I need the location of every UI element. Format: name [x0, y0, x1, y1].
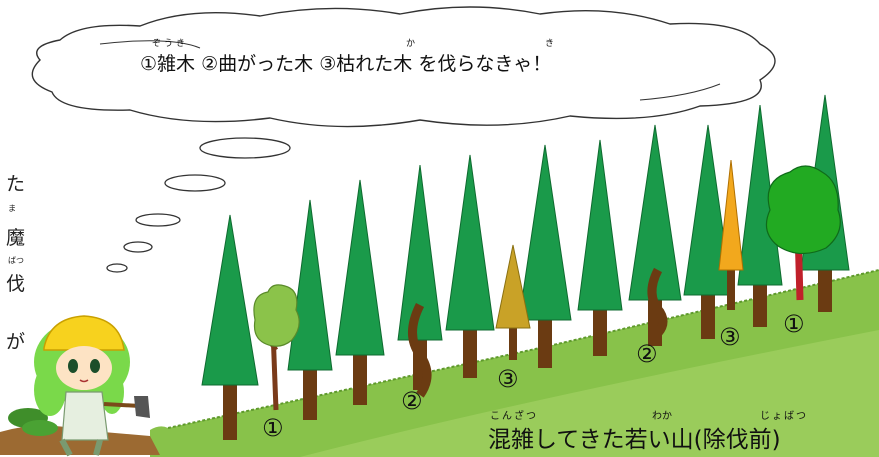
phrase-suffix: らなきゃ！: [456, 53, 551, 75]
label-magatta-2: ②: [636, 340, 658, 368]
label-zatsuboku-1: ①: [262, 414, 284, 442]
bubble-dot-1: [199, 137, 291, 159]
label-kareta-2: ③: [719, 323, 741, 351]
side-char-3: 伐: [6, 273, 26, 295]
side-char-2: 魔: [6, 227, 26, 249]
ruby-ka: か: [406, 38, 415, 49]
conifer-tree-3: [335, 179, 385, 356]
label-kareta-1: ③: [497, 365, 519, 393]
caption-seg-4: い山(: [648, 427, 703, 453]
caption: 混雑してきた若い山(除伐前) こんざつ わか じょばつ: [488, 409, 808, 453]
caption-seg-2: してきた: [534, 427, 625, 453]
conifer-trunk-5: [463, 320, 477, 378]
axe-head: [134, 396, 150, 418]
phrase-prefix: を: [418, 53, 437, 75]
conifer-trunk-1: [223, 375, 237, 440]
conifer-trunk-6: [538, 310, 552, 368]
conifer-tree-1: [201, 214, 259, 386]
dead-tree-1: [495, 244, 531, 329]
caption-seg-3: 若: [625, 427, 648, 453]
caption-ruby-waka: わか: [652, 410, 672, 422]
helmet: [43, 315, 125, 351]
conifer-trunk-3: [353, 345, 367, 405]
conifer-trunk-11: [818, 260, 832, 312]
bubble-dot-3: [135, 213, 181, 227]
conifer-trunk-9: [701, 285, 715, 339]
item-1-number: ①: [140, 53, 157, 75]
dead-trunk-1: [509, 320, 517, 360]
dead-trunk-2: [727, 265, 735, 310]
broadleaf-canopy-1: [253, 284, 300, 347]
conifer-tree-4: [397, 164, 443, 341]
bubble-dot-4: [123, 241, 153, 253]
bubble-text: ①雑木 ②曲がった木 ③枯れた木 を伐らなきゃ！ ぞうき か き: [140, 38, 554, 75]
conifer-trunk-10: [753, 275, 767, 327]
conifer-trunk-2: [303, 360, 317, 420]
bubble-dot-2: [164, 174, 226, 192]
crooked-trunk-2: [647, 267, 668, 340]
svg-text:①雑木 ②曲がった木 ③枯れた木 を伐らなきゃ！: ①雑木 ②曲がった木 ③枯れた木 を伐らなきゃ！: [140, 53, 551, 75]
forest: [201, 94, 850, 440]
bubble-dot-5: [106, 263, 128, 273]
ruby-zouki: ぞうき: [152, 38, 188, 49]
caption-ruby-konzatsu: こんざつ: [490, 409, 538, 422]
item-3-word: 枯れた木: [336, 53, 412, 75]
crooked-trunk-1: [408, 302, 432, 398]
caption-seg-6: 前): [749, 427, 781, 453]
conifer-tree-5: [445, 154, 495, 331]
conifer-tree-2: [287, 199, 333, 371]
label-zatsuboku-2: ①: [783, 310, 805, 338]
conifer-tree-6: [518, 144, 572, 321]
ruby-ki: き: [545, 38, 554, 49]
dead-tree-2: [718, 159, 744, 271]
side-char-4: が: [6, 331, 26, 353]
tree-labels: ① ② ③ ② ③ ①: [262, 310, 805, 442]
item-2-word: 曲がった木: [218, 53, 313, 75]
caption-seg-5: 除伐: [703, 427, 749, 453]
item-2-number: ②: [201, 53, 218, 75]
forester-character: [0, 315, 160, 457]
caption-ruby-jobatsu: じょばつ: [760, 410, 808, 422]
broadleaf-canopy-2: [765, 165, 841, 255]
conifer-trunk-7: [593, 300, 607, 356]
conifer-tree-9: [683, 124, 733, 296]
side-ruby-2: ばつ: [8, 256, 24, 265]
side-ruby-1: ま: [8, 204, 16, 213]
item-3-number: ③: [319, 53, 336, 75]
svg-text:混雑してきた若い山(除伐前): 混雑してきた若い山(除伐前): [488, 427, 781, 453]
axe-handle: [103, 402, 141, 408]
item-1-word: 雑木: [157, 53, 195, 75]
label-magatta-1: ②: [401, 387, 423, 415]
phrase-kanji: 伐: [437, 53, 456, 75]
side-char-1: た: [6, 173, 26, 195]
conifer-tree-7: [577, 139, 623, 311]
caption-seg-1: 混雑: [488, 427, 534, 453]
thought-bubble: [31, 6, 776, 273]
